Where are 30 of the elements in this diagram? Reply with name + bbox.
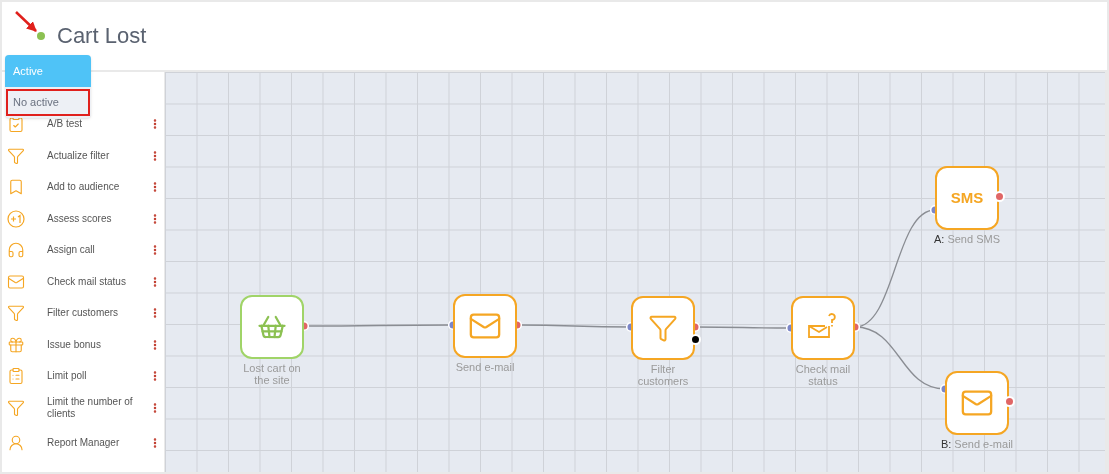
node-caption: Send e-mail [954, 438, 1014, 450]
action-list-item: Limit poll [47, 370, 88, 382]
action-node [453, 294, 517, 358]
page-title: Cart Lost [57, 22, 147, 50]
node-caption: Filter customers [636, 363, 690, 387]
action-list-item: A/B test [47, 118, 83, 130]
dropdown-option: Active [5, 55, 91, 87]
node-caption: Lost cart on the site [242, 362, 302, 386]
action-node [631, 296, 695, 360]
action-list-item: Assign call [47, 244, 96, 256]
action-list-item: Limit the number of clients [47, 395, 134, 420]
highlighted-dropdown-option: No active [6, 89, 90, 116]
action-list-item: Check mail status [47, 275, 127, 288]
action-node [791, 296, 855, 360]
action-list-item: Actualize filter [47, 149, 111, 162]
node-caption: B: [940, 438, 952, 450]
action-list-item: Add to audience [47, 181, 121, 193]
action-node [935, 166, 999, 230]
node-caption: Send e-mail [455, 361, 515, 373]
action-node [240, 295, 304, 359]
action-list-item: Filter customers [47, 307, 120, 319]
node-label: SMS [950, 187, 984, 208]
node-caption: Check mail status [794, 363, 852, 387]
action-node [945, 371, 1009, 435]
action-list-item: Issue bonus [47, 338, 102, 351]
pointer-arrow [15, 11, 37, 32]
action-list-item: Assess scores [47, 212, 113, 225]
node-caption: A: [934, 233, 945, 245]
action-list-item: Report Manager [47, 437, 121, 449]
node-caption: Send SMS [947, 233, 1000, 245]
